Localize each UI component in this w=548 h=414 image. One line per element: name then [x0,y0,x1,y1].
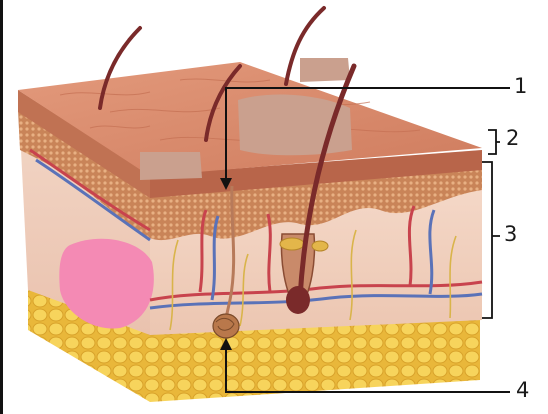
label-3: 3 [504,224,517,245]
bracket-2 [488,130,500,154]
tan-patch-left [140,152,202,180]
label-1: 1 [514,76,527,97]
tan-patch-center [238,94,352,155]
sweat-gland-coil [213,314,239,338]
tan-patch-top-right [300,58,350,82]
bracket-3 [482,162,500,318]
label-4: 4 [516,380,529,401]
label-2: 2 [506,128,519,149]
